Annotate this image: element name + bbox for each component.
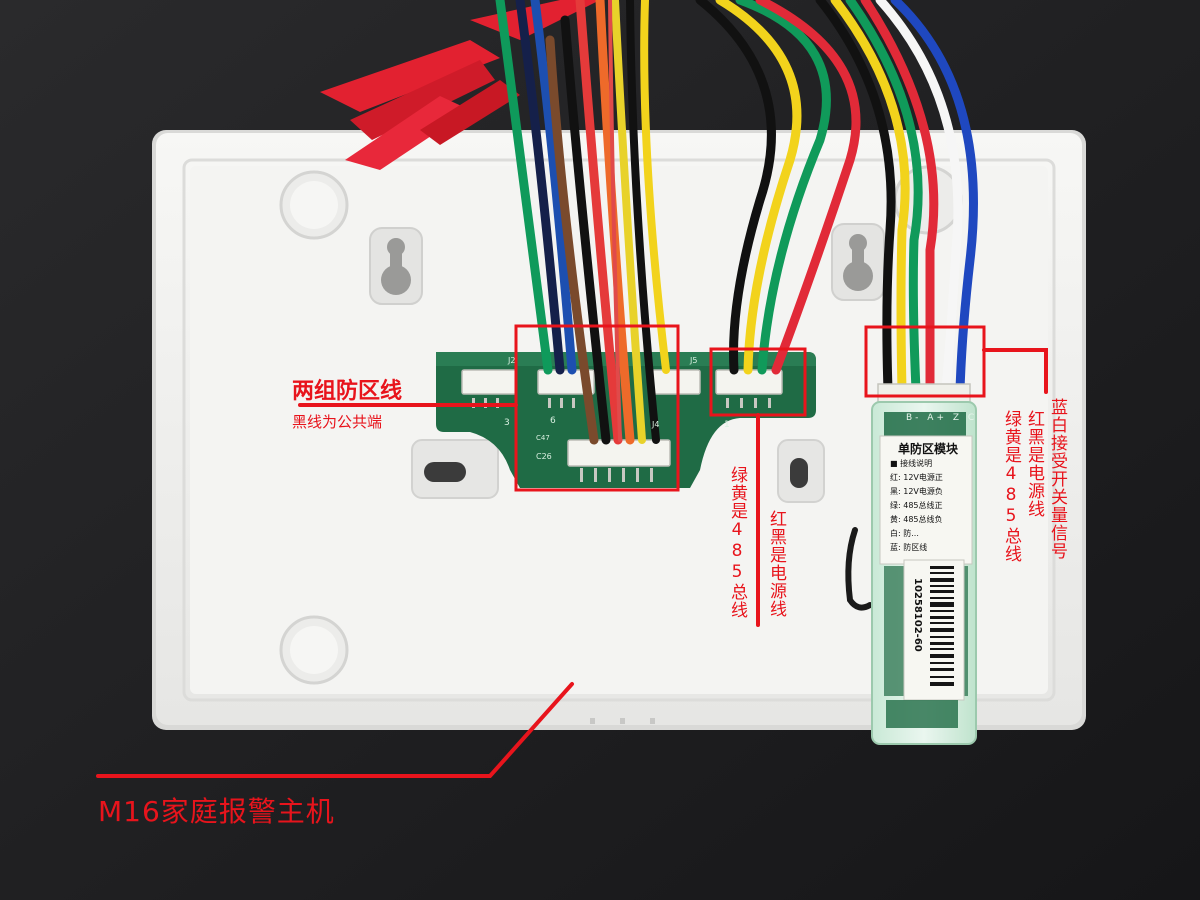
host-leader bbox=[96, 682, 574, 778]
module-wire-bundle bbox=[815, 0, 978, 395]
host-label: M16家庭报警主机 bbox=[98, 795, 335, 828]
zone-wires-note: 黑线为公共端 bbox=[292, 413, 383, 431]
silk-label-6: 6 bbox=[550, 416, 556, 426]
module-line-4: 黄: 485总线负 bbox=[890, 515, 943, 524]
zone-wires-title: 两组防区线 bbox=[292, 379, 403, 404]
power-wire-label: 红黑是电源线 bbox=[766, 510, 786, 618]
blue-white-signal-label: 蓝白接受开关量信号 bbox=[1047, 398, 1067, 560]
module-line-6: 蓝: 防区线 bbox=[890, 543, 928, 552]
module-leader bbox=[982, 348, 1048, 394]
single-zone-module bbox=[871, 383, 977, 745]
silk-label-c47: C47 bbox=[536, 434, 550, 442]
bus-485-label: 绿黄是485总线 bbox=[727, 466, 747, 619]
module-bus-485-label: 绿黄是485总线 bbox=[1001, 410, 1021, 563]
silk-label-1: 1 bbox=[724, 420, 730, 430]
silk-label-j2: J2 bbox=[508, 356, 516, 365]
bus-power-wire-bundle bbox=[695, 0, 861, 375]
zone-connector-box bbox=[514, 324, 680, 492]
module-pin-row: B- A+ Z C bbox=[906, 413, 978, 423]
module-title: 单防区模块 bbox=[898, 442, 959, 456]
module-subtitle: ■ 接线说明 bbox=[890, 459, 933, 468]
silk-label-j5: J5 bbox=[690, 356, 698, 365]
module-barcode-number: 10258102-60 bbox=[912, 578, 923, 652]
module-line-5: 白: 防... bbox=[890, 529, 919, 538]
module-power-wire-label: 红黑是电源线 bbox=[1024, 410, 1044, 518]
annotation-leader-lines bbox=[96, 348, 1048, 778]
module-line-3: 绿: 485总线正 bbox=[890, 501, 943, 510]
module-line-1: 红: 12V电源正 bbox=[890, 473, 943, 482]
module-connector-box bbox=[864, 325, 986, 398]
silk-label-3: 3 bbox=[504, 418, 510, 428]
module-line-2: 黑: 12V电源负 bbox=[890, 487, 943, 496]
silk-label-c26: C26 bbox=[536, 452, 552, 461]
silk-label-j4: J4 bbox=[652, 420, 660, 429]
zone-wire-bundle bbox=[495, 0, 670, 445]
